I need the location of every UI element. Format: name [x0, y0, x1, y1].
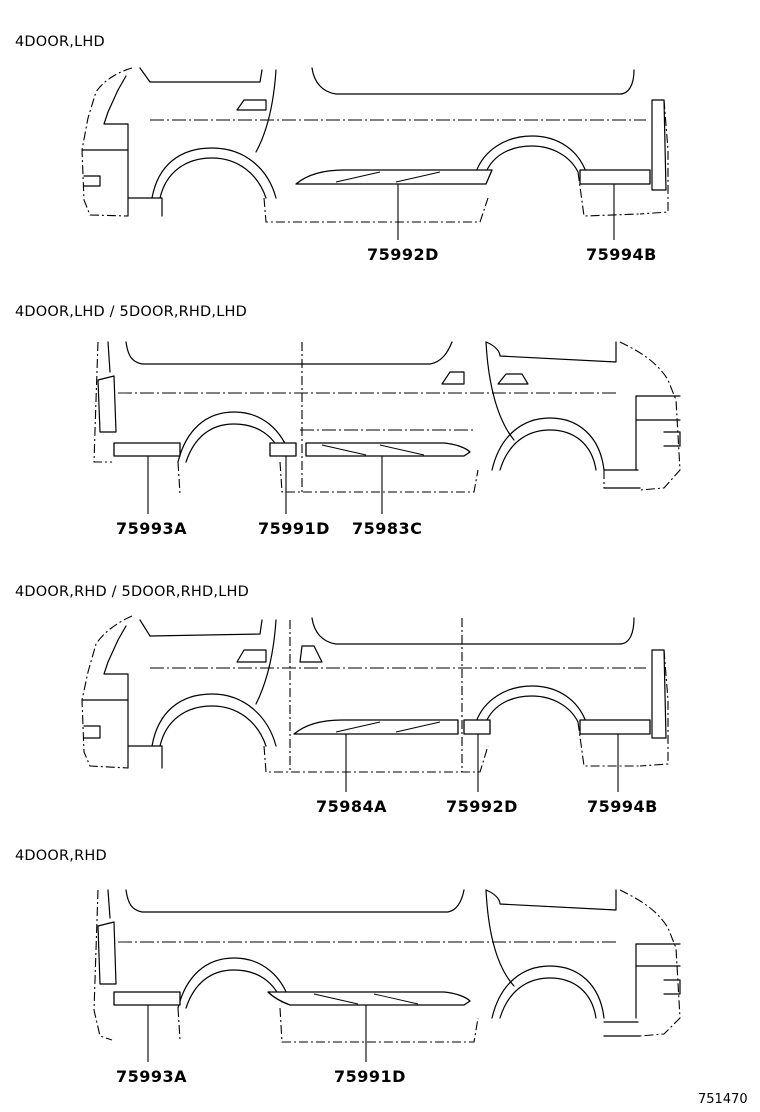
part-number-label: 75994B: [586, 245, 657, 264]
moulding-75991D: [267, 991, 471, 1006]
part-number-label: 75993A: [116, 519, 187, 538]
moulding-75983C: [305, 442, 471, 457]
moulding-75994B: [579, 719, 651, 735]
part-number-label: 75994B: [587, 797, 658, 816]
vehicle-outline: [93, 341, 681, 495]
section-3: 4DOOR,RHD / 5DOOR,RHD,LHD: [15, 584, 669, 816]
part-number-label: 75991D: [258, 519, 330, 538]
moulding-75991D: [269, 442, 297, 457]
vehicle-outline: [81, 67, 669, 223]
section-4: 4DOOR,RHD: [15, 848, 681, 1086]
part-number-label: 75992D: [446, 797, 518, 816]
section-2: 4DOOR,LHD / 5DOOR,RHD,LHD: [15, 304, 681, 538]
section-title: 4DOOR,LHD / 5DOOR,RHD,LHD: [15, 304, 247, 320]
part-number-label: 75993A: [116, 1067, 187, 1086]
moulding-75993A: [113, 442, 181, 457]
moulding-75992D: [463, 719, 491, 735]
moulding-75992D: [295, 169, 493, 185]
part-number-label: 75984A: [316, 797, 387, 816]
part-number-label: 75991D: [334, 1067, 406, 1086]
section-title: 4DOOR,RHD / 5DOOR,RHD,LHD: [15, 584, 249, 600]
section-title: 4DOOR,RHD: [15, 848, 107, 864]
moulding-75984A: [293, 719, 459, 735]
moulding-75993A: [113, 991, 181, 1006]
vehicle-outline: [81, 615, 669, 773]
part-number-label: 75992D: [367, 245, 439, 264]
part-number-label: 75983C: [352, 519, 422, 538]
section-title: 4DOOR,LHD: [15, 34, 105, 50]
section-1: 4DOOR,LHD: [15, 34, 669, 264]
moulding-75994B: [579, 169, 651, 185]
vehicle-outline: [93, 889, 681, 1043]
diagram-number: 751470: [698, 1092, 748, 1107]
